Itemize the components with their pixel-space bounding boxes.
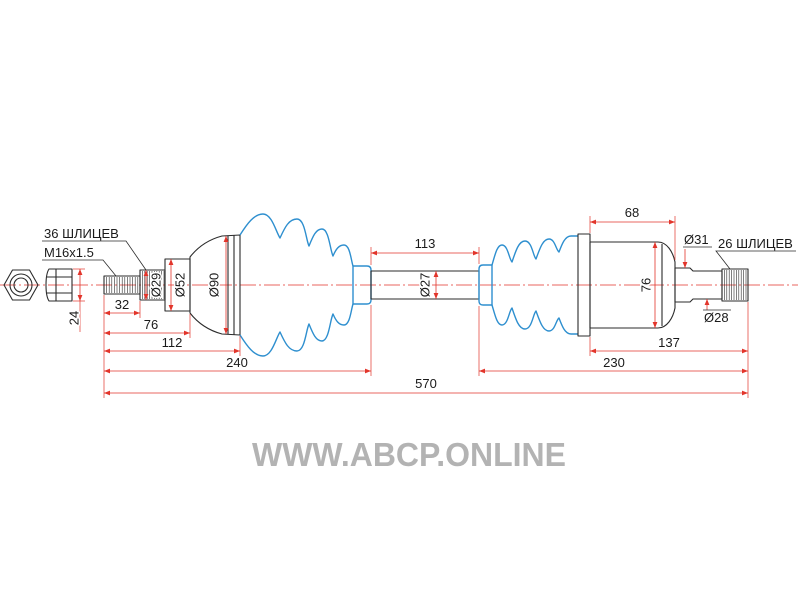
shaft-length-label: 113	[415, 236, 436, 251]
leader-lines	[42, 240, 796, 311]
nut-bore-circle	[13, 277, 29, 293]
inner-housing-diameter-label: 76	[639, 278, 654, 292]
outer-boot-shaft-clamp	[352, 265, 372, 305]
outer-boot-bottom-profile	[239, 303, 354, 357]
nut-side-outline	[45, 268, 73, 302]
inner-collar-diameter-label: Ø31	[684, 232, 709, 247]
dimension-lines	[77, 219, 748, 396]
inner-boot-shaft-clamp	[478, 264, 493, 306]
overall-length-label: 570	[415, 376, 437, 391]
inner-housing-outline	[589, 241, 676, 329]
thread-hatching	[106, 277, 139, 293]
shaft-diameter-label: Ø27	[418, 273, 433, 298]
to-shaft-start-label: 240	[226, 355, 248, 370]
leader-inner-splines	[715, 250, 796, 270]
leader-outer-splines	[42, 240, 147, 271]
inner-boot-bottom-profile	[491, 304, 578, 335]
inner-splines-label: 26 ШЛИЦЕВ	[718, 236, 793, 251]
inner-spline-diameter-label: Ø28	[704, 310, 729, 325]
nut-front-view	[3, 269, 39, 301]
outer-housing-diameter-label: Ø90	[207, 273, 222, 298]
inner-splines-outline	[721, 268, 749, 302]
to-boot-start-label: 112	[162, 335, 183, 350]
outer-boot	[239, 213, 372, 357]
inner-side-length-label: 230	[603, 355, 625, 370]
inner-boot	[478, 235, 578, 335]
thread-label: M16x1.5	[44, 245, 94, 260]
outer-splines-label: 36 ШЛИЦЕВ	[44, 226, 119, 241]
inner-boot-top-profile	[491, 235, 578, 266]
nut-size-label: 24	[67, 311, 82, 325]
outer-spline-diameter-label: Ø29	[149, 273, 164, 298]
inner-splines-hatching	[724, 270, 747, 300]
inner-housing-length-label: 68	[625, 205, 639, 220]
outer-collar-diameter-label: Ø52	[173, 273, 188, 298]
nut-side-view	[45, 268, 73, 302]
inner-joint-housing	[577, 233, 676, 337]
inner-splines	[721, 268, 749, 302]
to-collar-end-label: 76	[144, 317, 158, 332]
nut-hexagon	[3, 269, 39, 301]
nut-outer-circle	[9, 273, 33, 297]
inner-end-length-label: 137	[658, 335, 680, 350]
thread-length-label: 32	[115, 297, 129, 312]
outer-boot-top-profile	[239, 213, 354, 267]
watermark-text: WWW.ABCP.ONLINE	[252, 436, 566, 473]
leader-thread	[42, 259, 117, 277]
